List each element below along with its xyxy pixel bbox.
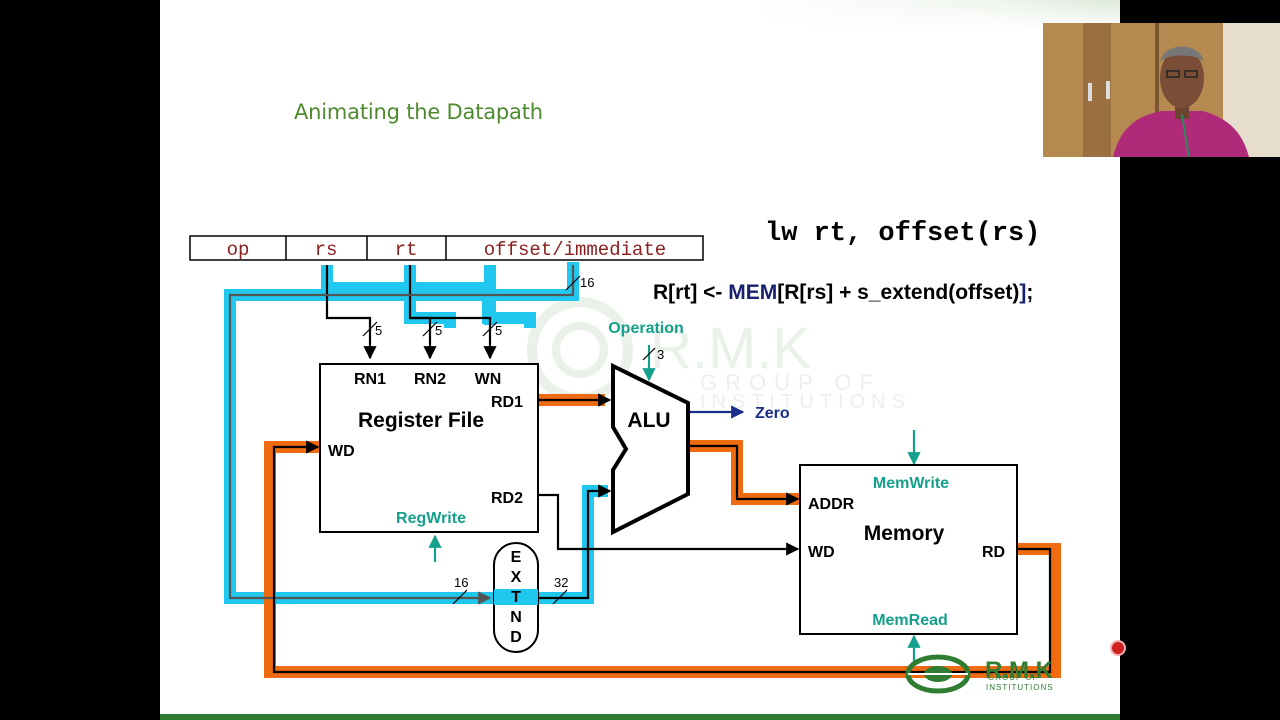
instruction-format: op rs rt offset/immediate	[189, 235, 704, 261]
slide: Animating the Datapath R.M.K GROUP OF IN…	[160, 0, 1120, 720]
watermark-line2: GROUP OF	[700, 370, 881, 395]
extend-letter-n: N	[510, 609, 522, 626]
alu: ALU Operation Zero	[608, 320, 790, 536]
slide-footer-bar	[160, 714, 1120, 720]
watermark-line3: INSTITUTIONS	[700, 391, 911, 413]
field-offset: offset/immediate	[484, 239, 666, 261]
sign-extend-unit: E X T N D	[493, 542, 539, 653]
extend-letter-d: D	[510, 629, 522, 646]
width-ext-out: 32	[554, 575, 568, 590]
rf-rd1: RD1	[491, 394, 523, 411]
rtl-end: ;	[1026, 281, 1033, 304]
alu-operation: Operation	[608, 320, 684, 337]
datapath-diagram: R.M.K GROUP OF INSTITUTIONS op rs rt	[189, 219, 1061, 694]
mem-memwrite: MemWrite	[873, 475, 949, 492]
field-rt: rt	[395, 239, 418, 261]
record-dot-icon	[1112, 642, 1124, 654]
slide-title: Animating the Datapath	[294, 100, 543, 124]
logo-sub1: GROUP OF	[988, 673, 1039, 682]
mem-rd: RD	[982, 544, 1005, 561]
alu-label: ALU	[627, 409, 670, 432]
field-op: op	[227, 239, 250, 261]
register-file: RN1 RN2 WN RD1 Register File WD RD2 RegW…	[319, 363, 539, 533]
rtl-mem: MEM	[728, 281, 777, 304]
width-rn1: 5	[375, 323, 382, 338]
width-alu-op: 3	[657, 347, 664, 362]
rmk-logo-icon: R.M.K GROUP OF INSTITUTIONS	[905, 654, 1054, 694]
mem-memread: MemRead	[872, 612, 948, 629]
mem-wd: WD	[808, 544, 835, 561]
rf-rn1: RN1	[354, 371, 386, 388]
logo-sub2: INSTITUTIONS	[986, 683, 1054, 692]
extend-letter-e: E	[511, 549, 522, 566]
width-offset: 16	[580, 275, 594, 290]
width-rn2: 5	[435, 323, 442, 338]
presenter-webcam	[1043, 23, 1280, 157]
mem-addr: ADDR	[808, 496, 855, 513]
rtl-close-bracket: ]	[1019, 281, 1026, 304]
width-wn: 5	[495, 323, 502, 338]
bus-width-marks	[362, 275, 656, 605]
alu-zero: Zero	[755, 405, 790, 422]
extend-letter-t: T	[511, 589, 521, 606]
mem-title: Memory	[864, 522, 945, 545]
extend-letter-x: X	[511, 569, 522, 586]
rtl-middle: [R[rs] + s_extend(offset)	[777, 281, 1019, 304]
rtl-prefix: R[rt] <-	[653, 281, 728, 304]
width-ext-in: 16	[454, 575, 468, 590]
instruction-text: lw rt, offset(rs)	[765, 219, 1040, 249]
rf-wn: WN	[475, 371, 502, 388]
rtl-statement: R[rt] <- MEM[R[rs] + s_extend(offset)];	[653, 281, 1033, 304]
watermark-line1: R.M.K	[650, 316, 811, 381]
rf-regwrite: RegWrite	[396, 510, 466, 527]
memory-unit: MemWrite ADDR Memory WD RD MemRead	[799, 464, 1018, 635]
logo-name: R.M.K	[985, 657, 1054, 684]
rf-title: Register File	[358, 409, 484, 432]
datapath-wires	[228, 265, 1052, 674]
field-rs: rs	[315, 239, 338, 261]
rf-rd2: RD2	[491, 490, 523, 507]
rf-rn2: RN2	[414, 371, 446, 388]
rf-wd: WD	[328, 443, 355, 460]
